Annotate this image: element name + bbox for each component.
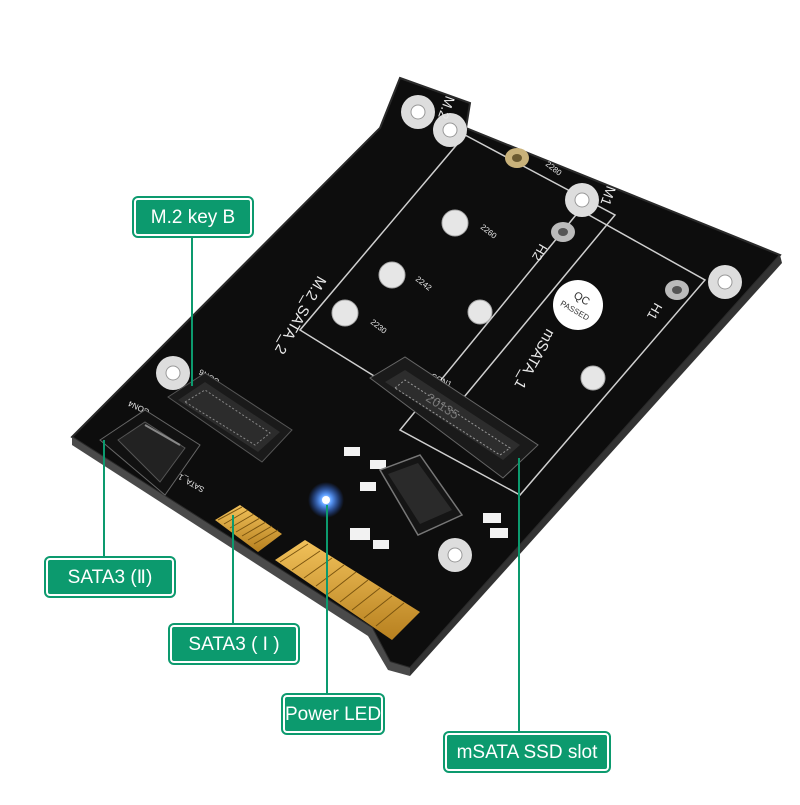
mounting-hole bbox=[565, 183, 599, 217]
mounting-hole bbox=[441, 209, 469, 237]
callout-m2-key-b: M.2 key B bbox=[134, 198, 252, 236]
callout-sata3-ii-text: SATA3 (Ⅱ) bbox=[67, 566, 153, 588]
leader-msata-slot bbox=[518, 458, 520, 734]
mounting-hole bbox=[401, 95, 435, 129]
h2-label: H2 bbox=[529, 242, 550, 264]
h1-label: H1 bbox=[644, 301, 665, 323]
callout-power-led-text: Power LED bbox=[284, 703, 382, 725]
callout-msata-slot-text: mSATA SSD slot bbox=[456, 741, 598, 763]
mounting-holes bbox=[156, 95, 742, 572]
msata-connector: 20135 bbox=[369, 356, 539, 479]
callout-sata3-i: SATA3 ( I ) bbox=[170, 625, 298, 663]
m2-slot-label: M.2 bbox=[435, 94, 458, 122]
standoff bbox=[505, 148, 529, 168]
mounting-hole bbox=[156, 356, 190, 390]
mounting-hole bbox=[331, 299, 359, 327]
sata-power-pins bbox=[275, 540, 420, 640]
callout-m2-key-b-text: M.2 key B bbox=[150, 206, 236, 228]
leader-m2-key-b bbox=[191, 236, 193, 386]
sata2-connector bbox=[99, 409, 201, 496]
mounting-hole bbox=[708, 265, 742, 299]
standoff bbox=[665, 280, 689, 300]
mounting-hole bbox=[433, 113, 467, 147]
qc-sticker: QC PASSED bbox=[553, 280, 603, 330]
mounting-hole bbox=[378, 261, 406, 289]
leader-sata3-ii bbox=[103, 440, 105, 560]
leader-power-led bbox=[326, 505, 328, 695]
leader-sata3-i bbox=[232, 515, 234, 625]
mounting-hole bbox=[438, 538, 472, 572]
mounting-hole bbox=[580, 365, 606, 391]
callout-msata-slot: mSATA SSD slot bbox=[445, 733, 609, 771]
smd-components bbox=[344, 447, 508, 549]
sata-data-pins bbox=[215, 505, 282, 552]
callout-sata3-i-text: SATA3 ( I ) bbox=[188, 633, 280, 655]
standoffs bbox=[505, 148, 689, 300]
callout-sata3-ii: SATA3 (Ⅱ) bbox=[46, 558, 174, 596]
m1-slot-label: M1 bbox=[597, 184, 619, 208]
callout-power-led: Power LED bbox=[283, 695, 383, 733]
power-led bbox=[308, 482, 344, 518]
standoff bbox=[551, 222, 575, 242]
mounting-hole bbox=[467, 299, 493, 325]
